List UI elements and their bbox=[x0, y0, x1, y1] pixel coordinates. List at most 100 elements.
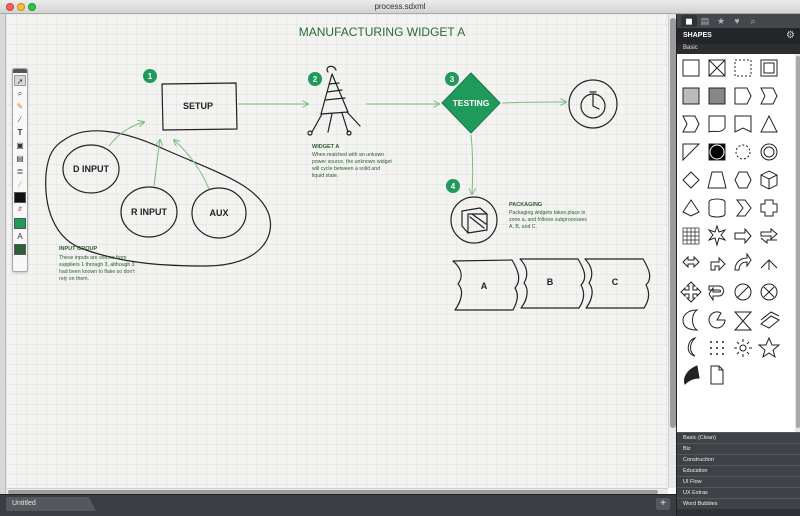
right-triangle-shape[interactable] bbox=[682, 143, 701, 162]
wing-shape[interactable] bbox=[684, 365, 700, 385]
subprocess-a-node[interactable]: A bbox=[452, 259, 520, 311]
image-icon[interactable]: ▤ bbox=[16, 154, 24, 163]
line-icon[interactable]: ∕ bbox=[19, 115, 21, 124]
chevron-right-shape[interactable] bbox=[736, 199, 752, 217]
stack-shape[interactable] bbox=[760, 311, 780, 329]
section-header-basic[interactable]: Basic bbox=[677, 44, 800, 54]
dashed-square-shape[interactable] bbox=[734, 59, 752, 77]
library-ui-flow[interactable]: UI Flow bbox=[677, 476, 800, 487]
setup-node[interactable]: SETUP bbox=[161, 82, 238, 131]
move-arrows-shape[interactable] bbox=[680, 281, 702, 303]
search-icon[interactable]: ⌕ bbox=[750, 16, 756, 26]
dots-shape[interactable] bbox=[710, 341, 724, 355]
favorites-icon[interactable]: ★ bbox=[716, 16, 726, 26]
hatched-square-shape[interactable] bbox=[682, 87, 700, 105]
shape-grid[interactable] bbox=[677, 54, 795, 432]
diamond-shape[interactable] bbox=[682, 171, 700, 189]
text-color-swatch[interactable] bbox=[14, 244, 26, 255]
page-shape[interactable] bbox=[710, 365, 724, 385]
dropper-icon[interactable]: ⁄ bbox=[19, 180, 21, 189]
gear-icon[interactable]: ⚙ bbox=[786, 30, 795, 41]
crescent-shape[interactable] bbox=[682, 309, 699, 331]
no-symbol-shape[interactable] bbox=[734, 283, 752, 301]
cube-shape[interactable] bbox=[760, 170, 778, 190]
dashed-circle-shape[interactable] bbox=[735, 144, 751, 160]
subprocess-b-node[interactable]: B bbox=[519, 258, 586, 309]
zoom-icon[interactable]: ⌕ bbox=[17, 89, 23, 98]
horizontal-scroll-thumb[interactable] bbox=[8, 490, 658, 494]
x-circle-shape[interactable] bbox=[760, 283, 778, 301]
star-shape[interactable] bbox=[757, 336, 781, 359]
shape-icon[interactable]: ▣ bbox=[16, 141, 24, 150]
textured-square-shape[interactable] bbox=[708, 87, 726, 105]
zoom-window-button[interactable] bbox=[28, 3, 36, 11]
shapes-scroll-thumb[interactable] bbox=[796, 56, 800, 428]
library-ux-extras[interactable]: UX Extras bbox=[677, 487, 800, 498]
widget-a-figure[interactable] bbox=[307, 65, 361, 136]
selected-circle-shape[interactable] bbox=[708, 143, 726, 161]
tab-untitled[interactable]: Untitled bbox=[6, 497, 96, 511]
ring-shape[interactable] bbox=[760, 143, 778, 161]
library-construction[interactable]: Construction bbox=[677, 454, 800, 465]
chevron-shape[interactable] bbox=[682, 115, 700, 133]
double-square-shape[interactable] bbox=[760, 59, 778, 77]
canvas-horizontal-scrollbar[interactable] bbox=[6, 488, 668, 494]
trapezoid-shape[interactable] bbox=[707, 171, 727, 189]
canvas-vertical-scrollbar[interactable] bbox=[668, 14, 676, 488]
starburst-shape[interactable] bbox=[707, 224, 727, 247]
cross-shape[interactable] bbox=[760, 199, 778, 217]
testing-node[interactable]: TESTING bbox=[441, 72, 501, 134]
vertical-scroll-thumb[interactable] bbox=[670, 18, 676, 428]
shapes-panel: ◼ ▤ ★ ♥ ⌕ SHAPES ⚙ Basic bbox=[676, 14, 800, 516]
add-tab-button[interactable]: + bbox=[656, 498, 670, 510]
shapes-scrollbar[interactable] bbox=[795, 54, 800, 432]
shapes-icon[interactable]: ◼ bbox=[681, 15, 697, 27]
cylinder-shape[interactable] bbox=[708, 198, 726, 218]
packaging-node[interactable] bbox=[450, 196, 498, 244]
double-arrow-shape[interactable] bbox=[682, 255, 700, 269]
library-basic-clean[interactable]: Basic (Clean) bbox=[677, 432, 800, 443]
square-shape[interactable] bbox=[682, 59, 700, 77]
aux-node[interactable]: AUX bbox=[191, 187, 247, 239]
pointer-icon[interactable]: ➚ bbox=[14, 75, 26, 86]
input-group-outline[interactable] bbox=[45, 130, 272, 267]
octagon-shape[interactable] bbox=[734, 171, 752, 189]
pencil-icon[interactable]: ✎ bbox=[16, 102, 24, 111]
banner-shape[interactable] bbox=[734, 115, 752, 133]
pyramid-shape[interactable] bbox=[682, 199, 700, 217]
triangle-shape[interactable] bbox=[760, 114, 778, 133]
text-icon[interactable]: T bbox=[17, 128, 23, 137]
drawing-canvas[interactable] bbox=[6, 14, 668, 488]
note-icon[interactable]: ≣ bbox=[16, 167, 24, 176]
library-word-bubbles[interactable]: Word Bubbles bbox=[677, 498, 800, 509]
arrow-right-shape[interactable] bbox=[734, 227, 752, 245]
document-shape[interactable] bbox=[708, 115, 726, 133]
split-arrow-shape[interactable] bbox=[760, 259, 778, 270]
swap-colors-icon[interactable]: ⇵ bbox=[17, 207, 23, 213]
timer-node[interactable] bbox=[568, 79, 618, 129]
fill-color-swatch[interactable] bbox=[14, 218, 26, 229]
subprocess-c-node[interactable]: C bbox=[584, 258, 651, 309]
tool-palette-grip[interactable] bbox=[13, 69, 27, 73]
delay-shape[interactable] bbox=[734, 87, 752, 105]
u-turn-arrow-shape[interactable] bbox=[708, 285, 724, 302]
library-icon[interactable]: ▤ bbox=[700, 16, 710, 26]
curved-arrow-shape[interactable] bbox=[734, 252, 752, 271]
hourglass-shape[interactable] bbox=[733, 311, 753, 331]
close-window-button[interactable] bbox=[6, 3, 14, 11]
r-input-node[interactable]: R INPUT bbox=[120, 186, 178, 238]
stroke-color-swatch[interactable] bbox=[14, 192, 26, 203]
turn-arrow-shape[interactable] bbox=[710, 256, 726, 272]
sun-shape[interactable] bbox=[734, 339, 752, 357]
moon-shape[interactable] bbox=[687, 337, 697, 357]
bidirectional-arrow-shape[interactable] bbox=[760, 227, 778, 245]
minimize-window-button[interactable] bbox=[17, 3, 25, 11]
library-education[interactable]: Education bbox=[677, 465, 800, 476]
grid-shape[interactable] bbox=[682, 227, 700, 245]
pentagon-arrow-shape[interactable] bbox=[760, 87, 778, 105]
d-input-node[interactable]: D INPUT bbox=[62, 144, 120, 194]
crossed-square-shape[interactable] bbox=[708, 59, 726, 77]
heart-icon[interactable]: ♥ bbox=[734, 16, 740, 26]
library-biz[interactable]: Biz bbox=[677, 443, 800, 454]
pacman-shape[interactable] bbox=[708, 311, 726, 329]
